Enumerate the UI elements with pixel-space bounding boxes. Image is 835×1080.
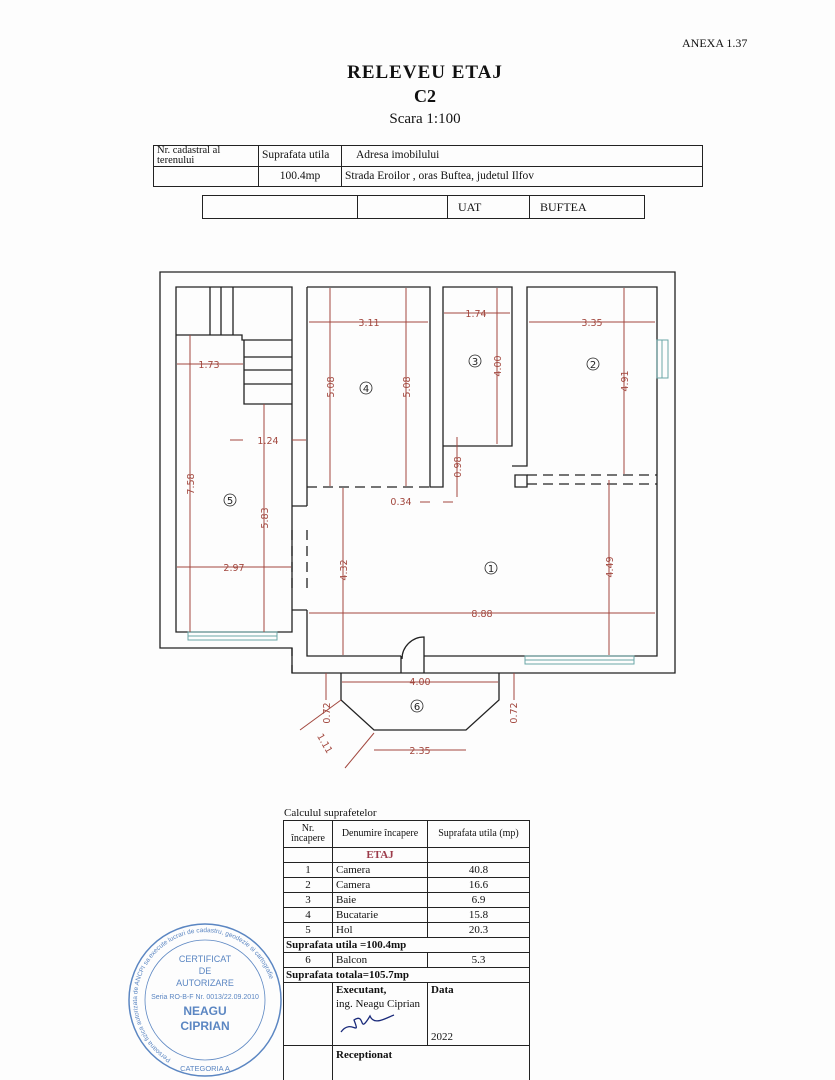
room-5-number: 5 <box>227 496 233 507</box>
authorization-stamp: Persoana fizica autorizata de ANCPI sa e… <box>128 923 282 1077</box>
dim-hall-width: 2.97 <box>223 563 244 574</box>
dim-bath-width: 1.74 <box>465 309 486 320</box>
received-label: Receptionat <box>332 1045 530 1080</box>
row-name: Balcon <box>332 952 428 968</box>
stamp-name2: CIPRIAN <box>180 1019 229 1033</box>
uat-label: UAT <box>447 195 530 219</box>
room-6-number: 6 <box>414 702 420 713</box>
dim-room1-right-height: 4.49 <box>605 556 616 577</box>
row-nr: 2 <box>283 877 333 893</box>
building-code: C2 <box>414 86 436 106</box>
property-info-table: Nr. cadastral al terenului Suprafata uti… <box>153 145 703 187</box>
scale-label: Scara 1:100 <box>389 111 461 127</box>
uat-value: BUFTEA <box>529 195 645 219</box>
dim-hall-height: 7.58 <box>186 473 197 494</box>
executant-label: Executant, <box>336 984 387 996</box>
row-nr: 5 <box>283 922 333 938</box>
dim-stair-gap: 1.24 <box>257 436 278 447</box>
uat-cell-2 <box>357 195 448 219</box>
dim-balcony-right-depth: 0.72 <box>509 702 520 723</box>
room-number-circles <box>223 354 600 713</box>
total-row: Suprafata totala=105.7mp <box>283 967 530 983</box>
row-name: Camera <box>332 862 428 878</box>
annex-label: ANEXA 1.37 <box>682 36 748 50</box>
stamp-series: Seria RO-B-F Nr. 0013/22.09.2010 <box>151 994 259 1001</box>
dim-hall-top-width: 1.73 <box>198 360 219 371</box>
dim-balcony-diagonal: 1.11 <box>314 732 334 756</box>
row-area: 16.6 <box>427 877 530 893</box>
dim-kitchen-left-height: 5.08 <box>326 376 337 397</box>
dim-wall-thickness: 0.34 <box>390 497 411 508</box>
date-value: 2022 <box>431 1031 453 1043</box>
dim-kitchen-width: 3.11 <box>358 318 379 329</box>
room-2-number: 2 <box>590 360 596 371</box>
col-name-header: Denumire încapere <box>332 820 428 848</box>
stamp-line2: DE <box>199 966 212 976</box>
stamp-line3: AUTORIZARE <box>176 978 234 988</box>
dimension-lines <box>177 288 655 769</box>
row-nr: 4 <box>283 907 333 923</box>
row-area: 6.9 <box>427 892 530 908</box>
row-area: 40.8 <box>427 862 530 878</box>
walls <box>159 271 676 731</box>
executant-name: ing. Neagu Ciprian <box>336 998 421 1010</box>
dim-bath-height: 4.00 <box>493 355 504 376</box>
dim-room2-height: 4.91 <box>620 370 631 391</box>
dimension-labels: 3.11 1.74 3.35 1.73 5.08 5.08 4.00 4.91 … <box>186 309 631 757</box>
row-area: 20.3 <box>427 922 530 938</box>
dim-wall-offset: 0.98 <box>453 456 464 477</box>
dim-kitchen-right-height: 5.08 <box>402 376 413 397</box>
row-name: Hol <box>332 922 428 938</box>
date-label: Data <box>431 984 454 996</box>
dim-room1-width: 8.88 <box>471 609 492 620</box>
room-3-number: 3 <box>472 357 478 368</box>
col-area-header: Suprafata utila (mp) <box>427 820 530 848</box>
document-title: RELEVEU ETAJ <box>347 62 503 83</box>
row-name: Baie <box>332 892 428 908</box>
dim-hall-lower-height: 5.83 <box>260 507 271 528</box>
row-nr: 3 <box>283 892 333 908</box>
dim-room1-left-height: 4.32 <box>339 559 350 580</box>
room-4-number: 4 <box>363 384 369 395</box>
col-nr-header: Nr. încapere <box>283 820 333 848</box>
address-value: Strada Eroilor , oras Buftea, judetul Il… <box>341 165 703 187</box>
dim-room2-width: 3.35 <box>581 318 602 329</box>
level-label: ETAJ <box>332 847 428 863</box>
row-name: Bucatarie <box>332 907 428 923</box>
signature <box>340 1014 395 1033</box>
area-value: 100.4mp <box>258 165 342 187</box>
calc-title: Calculul suprafetelor <box>284 807 377 819</box>
row-area: 15.8 <box>427 907 530 923</box>
row-name: Camera <box>332 877 428 893</box>
stamp-name1: NEAGU <box>183 1004 226 1018</box>
room-1-number: 1 <box>488 564 494 575</box>
stamp-line1: CERTIFICAT <box>179 954 232 964</box>
windows <box>187 339 669 665</box>
row-area: 5.3 <box>427 952 530 968</box>
dim-balcony-left-depth: 0.72 <box>322 702 333 723</box>
subtotal-row: Suprafata utila =100.4mp <box>283 937 530 953</box>
row-nr: 1 <box>283 862 333 878</box>
uat-table: UAT BUFTEA <box>202 195 645 219</box>
dim-balcony-front: 2.35 <box>409 746 430 757</box>
stamp-category: CATEGORIA A <box>180 1064 230 1073</box>
dim-balcony-width: 4.00 <box>409 677 430 688</box>
uat-cell-1 <box>202 195 358 219</box>
row-nr: 6 <box>283 952 333 968</box>
area-calculation-table: Nr. încapere Denumire încapere Suprafata… <box>283 820 530 1080</box>
